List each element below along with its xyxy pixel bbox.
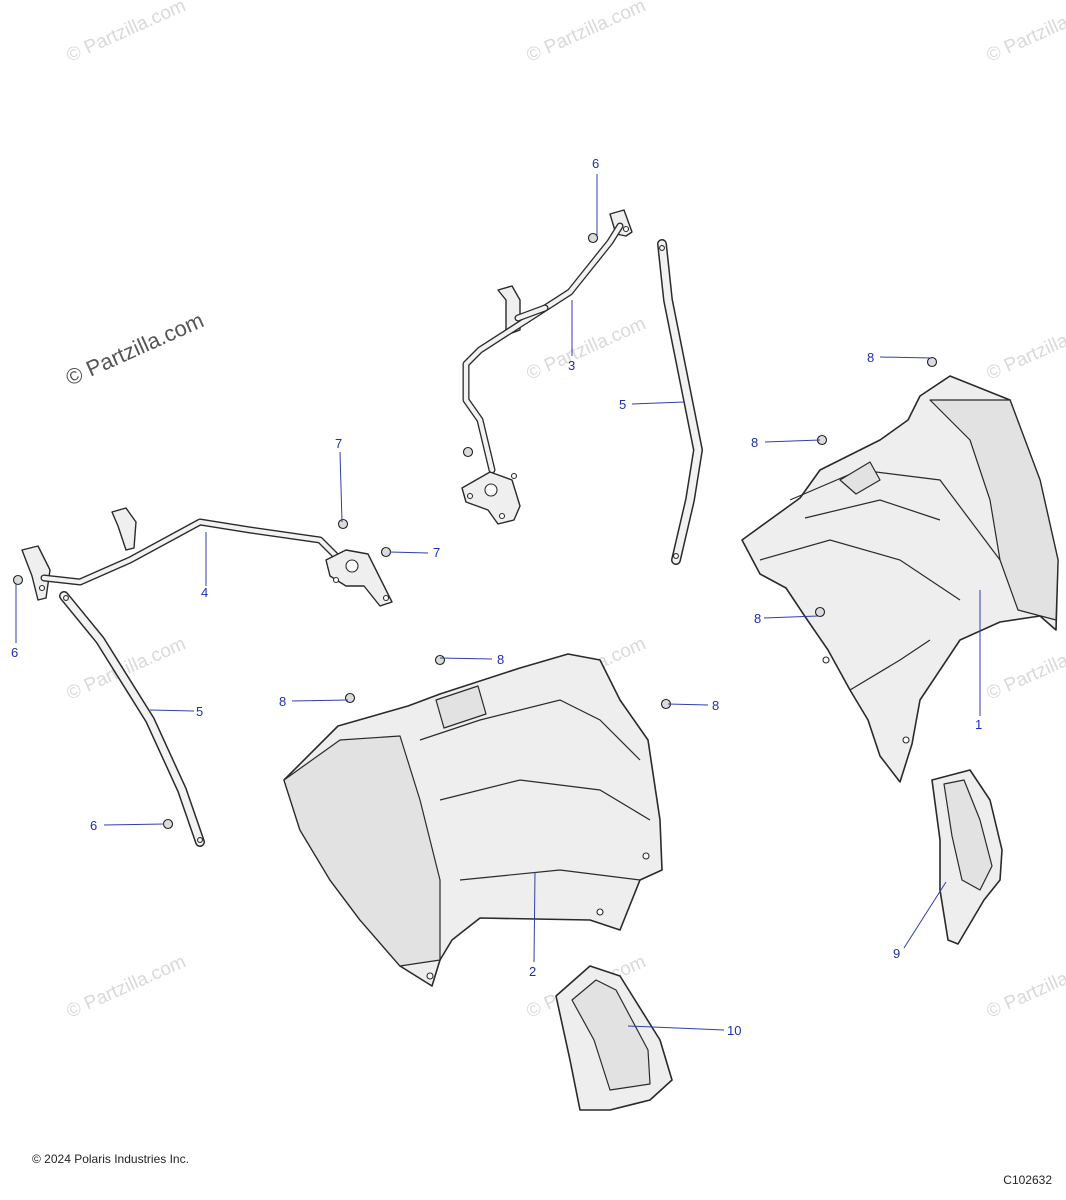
watermark: © Partzilla.com <box>983 633 1066 704</box>
bolt-icon <box>587 232 599 244</box>
watermark: © Partzilla.com <box>63 0 189 67</box>
callout-8: 8 <box>754 611 761 626</box>
callout-7: 7 <box>335 436 342 451</box>
watermark: © Partzilla.com <box>983 313 1066 384</box>
callout-8: 8 <box>279 694 286 709</box>
callout-8: 8 <box>497 652 504 667</box>
bolt-icon <box>337 518 349 530</box>
callout-3: 3 <box>568 358 575 373</box>
part-10-cover <box>555 965 673 1111</box>
part-1-side-panel <box>741 375 1059 783</box>
callout-10: 10 <box>727 1023 741 1038</box>
callout-9: 9 <box>893 946 900 961</box>
bolt-icon <box>434 654 446 666</box>
callouts: 6 3 5 8 8 7 7 4 6 8 8 8 8 5 1 6 2 9 10 <box>11 156 982 1038</box>
bolt-icon <box>380 546 392 558</box>
part-4-brace-rod <box>21 507 393 607</box>
callout-4: 4 <box>201 585 208 600</box>
watermark: © Partzilla.com <box>983 0 1066 67</box>
callout-6: 6 <box>592 156 599 171</box>
callout-2: 2 <box>529 964 536 979</box>
bolt-icon <box>162 818 174 830</box>
callout-7: 7 <box>433 545 440 560</box>
watermark: © Partzilla.com <box>523 313 649 384</box>
watermark: © Partzilla.com <box>63 633 189 704</box>
fasteners <box>12 232 938 830</box>
bolt-icon <box>814 606 826 618</box>
bolt-icon <box>344 692 356 704</box>
part-9-cover <box>931 769 1003 945</box>
callout-6: 6 <box>11 645 18 660</box>
callout-5: 5 <box>196 704 203 719</box>
watermark: © Partzilla.com <box>63 951 189 1022</box>
copyright-notice: © 2024 Polaris Industries Inc. <box>32 1152 189 1166</box>
diagram-code: C102632 <box>1003 1173 1052 1187</box>
watermark: © Partzilla.com <box>523 0 649 67</box>
bolt-icon <box>926 356 938 368</box>
callout-8: 8 <box>867 350 874 365</box>
callout-8: 8 <box>751 435 758 450</box>
bolt-icon <box>12 574 24 586</box>
part-2-front-panel <box>283 653 663 987</box>
watermark-prominent: © Partzilla.com <box>62 307 208 390</box>
part-5-left-strap <box>59 591 205 847</box>
callout-1: 1 <box>975 717 982 732</box>
part-5-right-strap <box>657 239 703 565</box>
callout-6: 6 <box>90 818 97 833</box>
bolt-icon <box>462 446 474 458</box>
watermark: © Partzilla.com <box>983 951 1066 1022</box>
part-3-brace-rod <box>461 209 633 525</box>
callout-8: 8 <box>712 698 719 713</box>
callout-5: 5 <box>619 397 626 412</box>
leader-lines <box>15 174 981 1031</box>
